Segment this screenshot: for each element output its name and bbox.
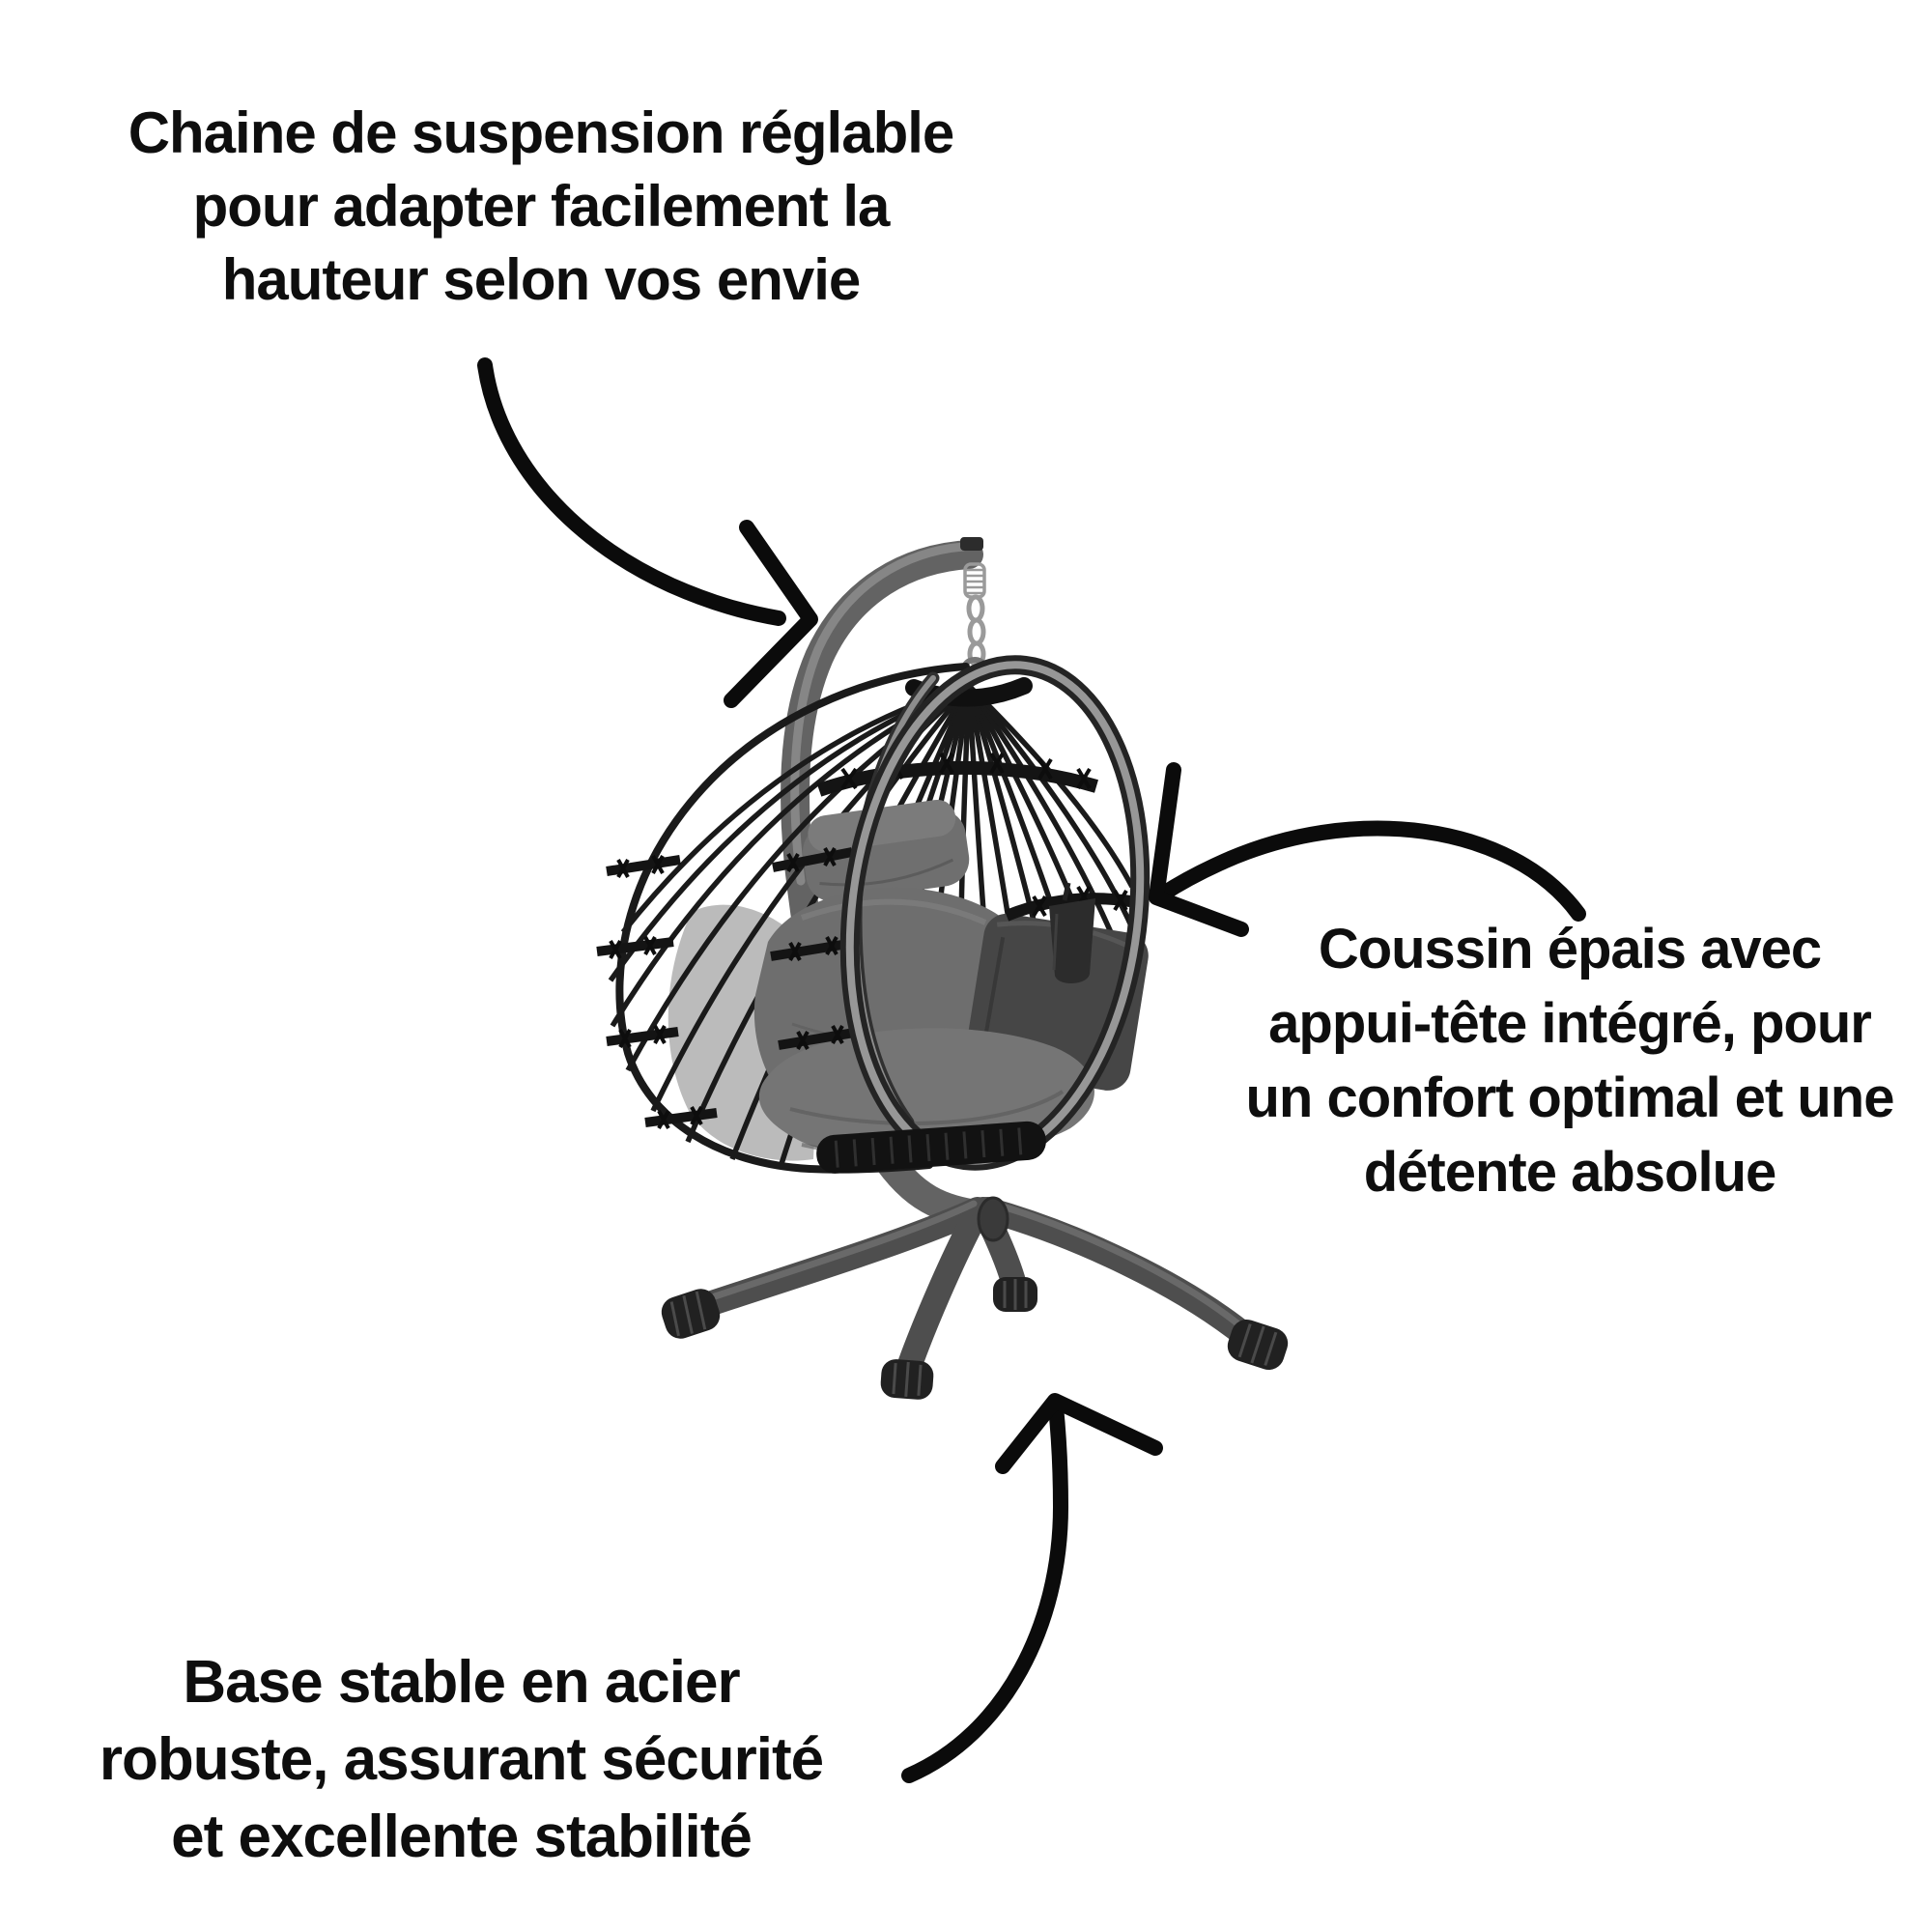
woven-bands-left	[596, 855, 718, 1129]
foot-cap-rear	[993, 1277, 1037, 1312]
arrow-base-icon	[901, 1393, 1163, 1783]
pole-tip-bracket	[960, 537, 983, 551]
annotation-line: pour adapter facilement la	[192, 174, 891, 239]
base-pivot-disc	[977, 1196, 1009, 1242]
suspension-chain	[961, 562, 988, 680]
annotation-line: Coussin épais avec	[1318, 918, 1822, 980]
annotation-line: Chaine de suspension réglable	[128, 100, 955, 165]
arrow-suspension-icon	[477, 357, 818, 708]
base-leg-front	[895, 1203, 988, 1382]
annotation-line: hauteur selon vos envie	[221, 247, 862, 312]
annotation-line: robuste, assurant sécurité	[99, 1726, 824, 1793]
annotation-cushion: Coussin épais avec appui-tête intégré, p…	[1130, 912, 1932, 1209]
headrest-pillow	[803, 799, 970, 902]
basket-bottom-bar	[816, 1121, 1046, 1174]
foot-cap-left	[661, 1289, 721, 1339]
woven-band-right	[1004, 885, 1148, 922]
base-leg-right	[975, 1197, 1261, 1350]
arrow-cushion-icon	[1149, 762, 1586, 937]
annotation-line: et excellente stabilité	[171, 1804, 753, 1870]
foot-cap-front	[880, 1359, 934, 1400]
annotation-suspension: Chaine de suspension réglable pour adapt…	[58, 97, 1024, 317]
annotation-line: détente absolue	[1363, 1141, 1777, 1204]
woven-bands-mid	[770, 847, 861, 1050]
chain-link	[967, 617, 986, 646]
foot-cap-right	[1227, 1319, 1289, 1371]
stand-base	[661, 1196, 1289, 1400]
annotation-line: un confort optimal et une	[1245, 1066, 1895, 1129]
chain-link	[966, 594, 985, 623]
annotation-line: appui-tête intégré, pour	[1268, 992, 1872, 1055]
base-leg-left	[691, 1197, 990, 1319]
annotation-line: Base stable en acier	[183, 1649, 740, 1716]
cup-holder-pocket	[1049, 882, 1095, 984]
annotation-base: Base stable en acier robuste, assurant s…	[34, 1644, 889, 1876]
